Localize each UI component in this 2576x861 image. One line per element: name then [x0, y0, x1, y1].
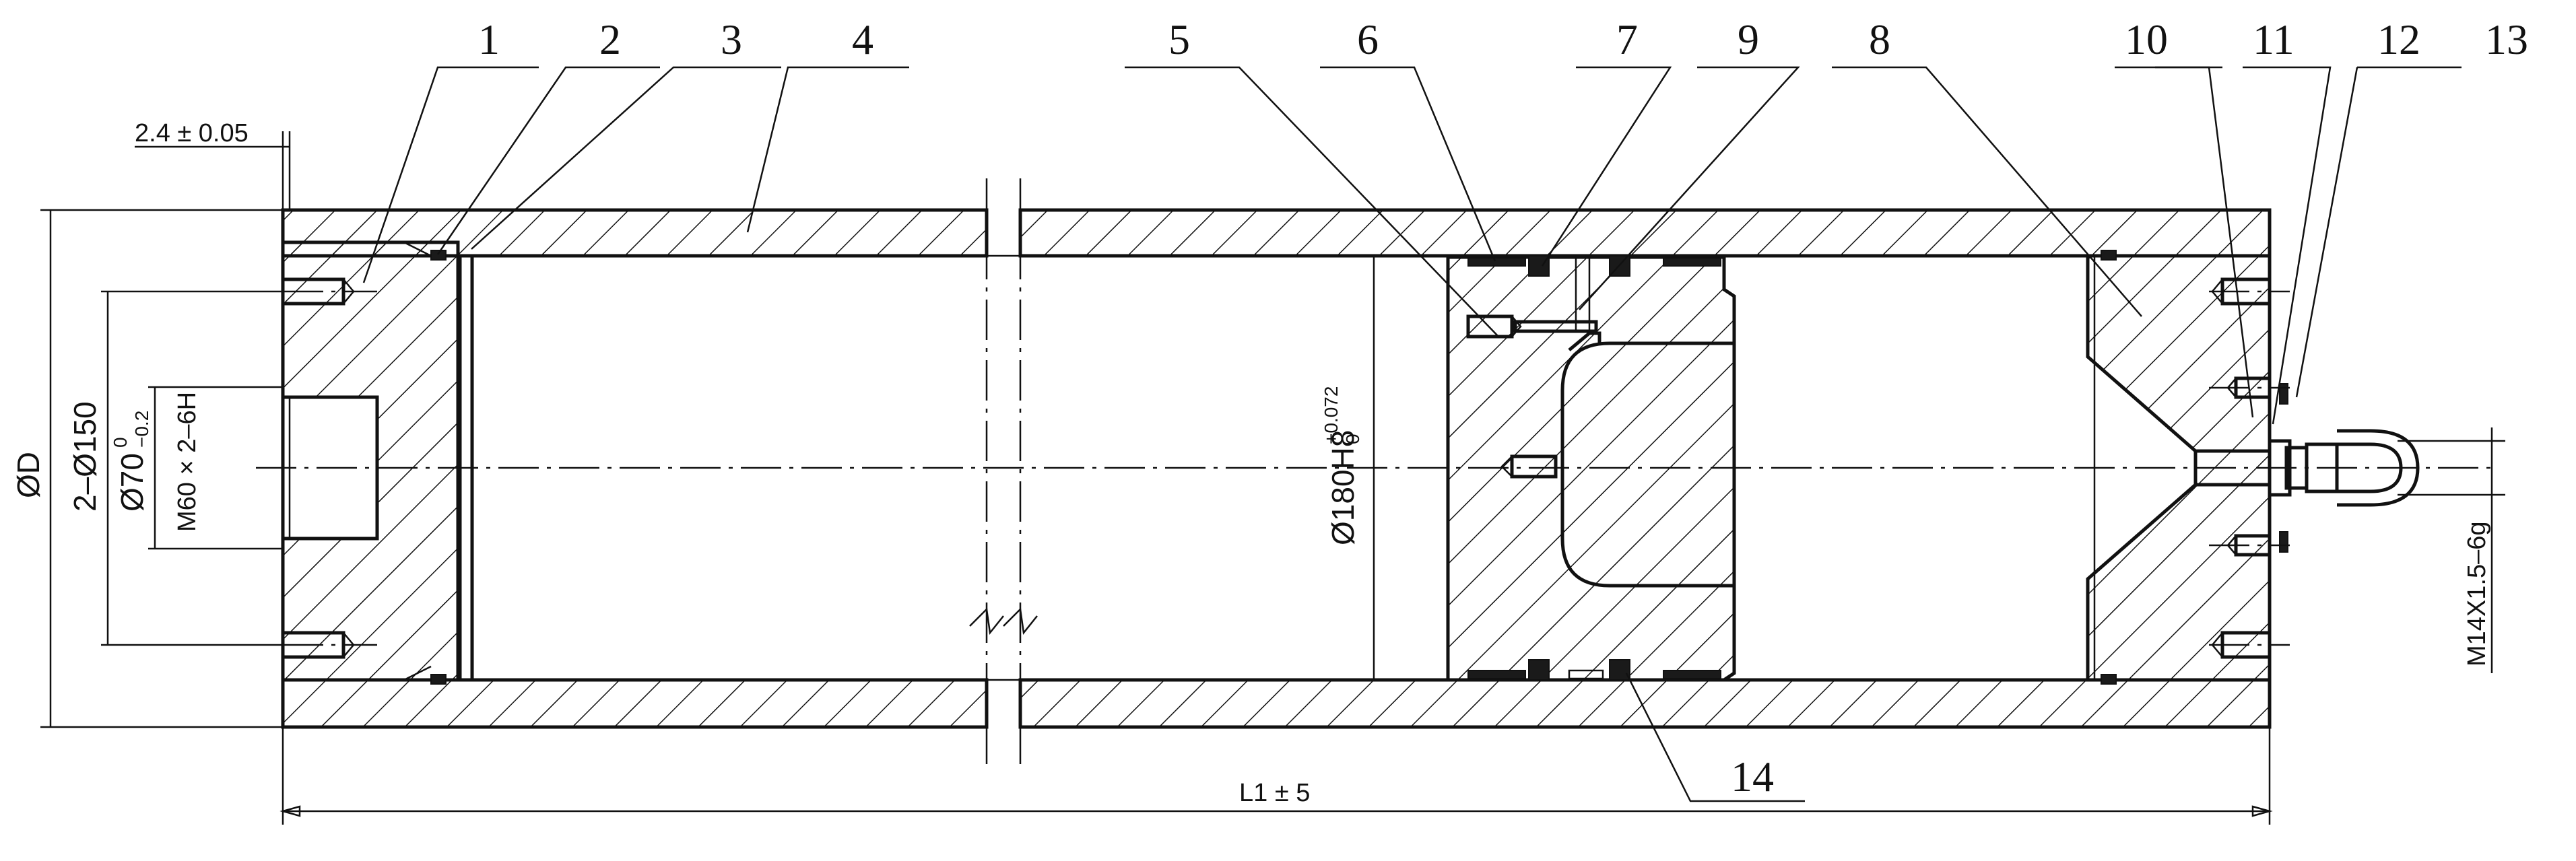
part-label-12: 12	[2377, 15, 2420, 63]
part-labels: 1 2 3 4 5 6 7 9 8 10 11 12 13 14	[478, 15, 2528, 800]
part-label-5: 5	[1168, 15, 1190, 63]
leader-lines	[362, 66, 2462, 802]
bore-tol-lower: 0	[1342, 434, 1363, 444]
spigot-diameter-text: Ø70	[114, 453, 150, 512]
part-label-11: 11	[2253, 15, 2294, 63]
outer-diameter-dimension: ØD	[11, 452, 46, 498]
part-label-8: 8	[1869, 15, 1890, 63]
spigot-tol-upper: 0	[110, 437, 131, 448]
part-label-2: 2	[599, 15, 621, 63]
part-label-7: 7	[1616, 15, 1638, 63]
part-label-13: 13	[2485, 15, 2528, 63]
spigot-diameter-dimension: Ø70 0 −0.2	[110, 411, 152, 512]
part-label-3: 3	[721, 15, 742, 63]
bore-diameter-dimension: Ø180H8 +0.072 0	[1321, 386, 1363, 545]
spigot-tol-lower: −0.2	[131, 411, 152, 448]
length-dimension: L1 ± 5	[1239, 779, 1310, 807]
part-label-4: 4	[852, 15, 873, 63]
part-label-14: 14	[1731, 753, 1774, 800]
bore-tol-upper: +0.072	[1321, 386, 1342, 444]
cylinder-tube	[281, 208, 2272, 729]
break-lines	[969, 178, 1038, 764]
bolt-circle-dimension: 2–Ø150	[67, 401, 102, 512]
rear-end-cap	[281, 240, 474, 685]
wall-gap-dimension: 2.4 ± 0.05	[135, 119, 249, 147]
part-label-10: 10	[2125, 15, 2168, 63]
dimension-lines	[40, 131, 2505, 825]
bore-diameter-text: Ø180H8	[1325, 430, 1360, 545]
part-label-6: 6	[1357, 15, 1379, 63]
thread-port-dimension: M60 × 2–6H	[173, 392, 201, 532]
front-end-cap	[2086, 250, 2272, 685]
part-label-1: 1	[478, 15, 500, 63]
part-label-9: 9	[1738, 15, 1759, 63]
fitting-thread-dimension: M14X1.5–6g	[2463, 522, 2491, 667]
dimension-text: 2.4 ± 0.05 ØD 2–Ø150 Ø70 0 −0.2 M60 × 2–…	[11, 119, 2491, 807]
